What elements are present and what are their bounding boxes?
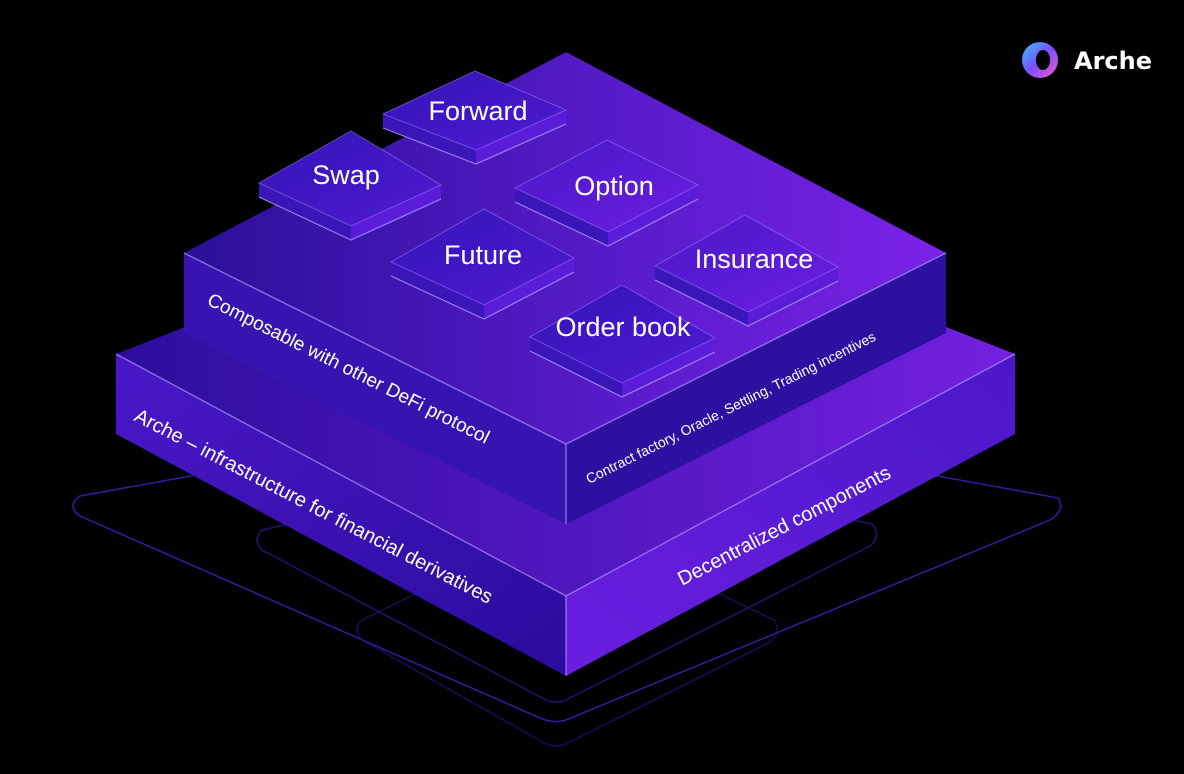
tile-top-face bbox=[257, 130, 443, 227]
module-label: Option bbox=[574, 171, 654, 201]
tile-bottom-edge bbox=[514, 198, 699, 247]
base-layer-right-face bbox=[566, 354, 1015, 676]
module-tile-insurance: Insurance bbox=[653, 214, 840, 327]
middle-layer-top bbox=[184, 52, 946, 444]
tile-left-face bbox=[259, 183, 351, 240]
tile-bottom-edge bbox=[258, 196, 442, 241]
tile-right-face bbox=[608, 185, 698, 246]
ring-logo-icon bbox=[1022, 42, 1058, 78]
base-layer-left-face bbox=[116, 354, 566, 676]
tile-top-face bbox=[528, 284, 717, 384]
tile-bottom-edge bbox=[390, 271, 575, 320]
tile-left-face bbox=[383, 114, 476, 164]
module-tile-order-book: Order book bbox=[528, 284, 717, 398]
module-tile-option: Option bbox=[513, 139, 700, 247]
module-label: Future bbox=[444, 240, 522, 270]
tile-bottom-edge bbox=[529, 350, 716, 398]
tile-bottom-edge bbox=[654, 279, 839, 327]
tile-left-face bbox=[515, 188, 608, 246]
tile-bottom-edge bbox=[382, 123, 567, 165]
module-tile-swap: Swap bbox=[257, 130, 443, 241]
tile-right-face bbox=[622, 338, 715, 397]
tile-left-face bbox=[530, 337, 622, 397]
tile-top-face bbox=[381, 70, 568, 151]
tile-left-face bbox=[655, 266, 748, 326]
module-label: Swap bbox=[312, 160, 380, 190]
middle-layer-left-face bbox=[184, 253, 566, 524]
module-tile-future: Future bbox=[389, 208, 576, 320]
tile-right-face bbox=[476, 110, 566, 164]
module-label: Forward bbox=[428, 96, 527, 126]
tile-top-face bbox=[513, 139, 700, 233]
ghost-outlines bbox=[72, 407, 1062, 747]
module-label: Insurance bbox=[695, 244, 814, 274]
middle-layer-right-face bbox=[566, 253, 946, 524]
tile-right-face bbox=[351, 185, 441, 240]
tile-right-face bbox=[748, 267, 838, 326]
tile-top-face bbox=[653, 214, 840, 313]
tile-left-face bbox=[391, 262, 484, 319]
module-label: Order book bbox=[555, 312, 691, 342]
middle-layer bbox=[183, 52, 947, 524]
tile-right-face bbox=[484, 258, 574, 319]
arche-logo: Arche bbox=[1022, 42, 1152, 78]
module-tile-forward: Forward bbox=[381, 70, 568, 165]
brand-name: Arche bbox=[1074, 47, 1152, 75]
tile-top-face bbox=[389, 208, 576, 306]
